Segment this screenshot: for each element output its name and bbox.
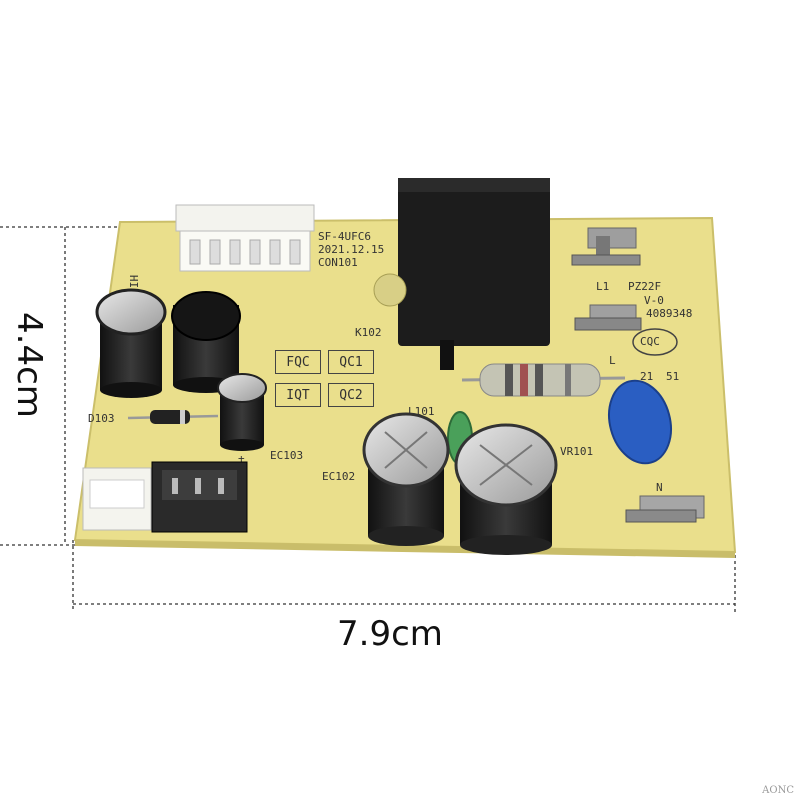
silk-vr101: VR101 xyxy=(560,445,594,458)
silk-pz22f: PZ22F xyxy=(628,280,662,293)
silk-l: L xyxy=(609,354,616,367)
silk-model: SF-4UFC6 xyxy=(318,230,371,243)
white-connector-top xyxy=(175,204,315,272)
white-connector-bottom xyxy=(82,467,152,531)
silk-k102: K102 xyxy=(355,326,382,339)
capacitor-large-right xyxy=(454,423,558,555)
silk-d103: D103 xyxy=(88,412,115,425)
silk-v0: V-0 xyxy=(644,294,664,307)
silk-l101: L101 xyxy=(408,405,435,418)
cert-box-fqc: FQC xyxy=(275,350,321,374)
silk-hi: HI xyxy=(127,274,141,289)
silk-l1: L1 xyxy=(596,280,610,293)
terminal-pz22f xyxy=(574,304,642,331)
height-label: 4.4cm xyxy=(9,312,49,418)
cert-label-cqc: CQC xyxy=(640,335,660,348)
board-edge xyxy=(75,540,735,558)
terminal-l1 xyxy=(571,227,641,266)
silk-21: 21 xyxy=(640,370,654,383)
diode-d103 xyxy=(127,410,219,424)
silk-51: 51 xyxy=(666,370,680,383)
silk-plus: + xyxy=(238,452,245,465)
black-connector-bottom xyxy=(151,461,248,533)
cert-box-qc1: QC1 xyxy=(328,350,374,374)
terminal-n xyxy=(625,495,705,523)
cert-box-iqt: IQT xyxy=(275,383,321,407)
capacitor-ec103 xyxy=(217,373,267,451)
silk-part-no: 4089348 xyxy=(646,307,693,320)
capacitor-hi-left xyxy=(95,288,167,398)
watermark: AONC xyxy=(762,785,794,796)
capacitor-ec102 xyxy=(362,412,450,546)
silk-ec102: EC102 xyxy=(322,470,356,483)
width-label: 7.9cm xyxy=(337,614,443,654)
silk-con101: CON101 xyxy=(318,256,358,269)
relay-k102 xyxy=(398,178,550,370)
resistor xyxy=(461,363,626,397)
silk-n: N xyxy=(656,481,663,494)
varistor-vr101 xyxy=(608,379,672,465)
silk-ec103: EC103 xyxy=(270,449,304,462)
cert-box-qc2: QC2 xyxy=(328,383,374,407)
cqc-mark xyxy=(632,328,678,356)
silk-date: 2021.12.15 xyxy=(318,243,385,256)
capacitor-black-left xyxy=(171,291,241,393)
mounting-hole xyxy=(373,273,407,307)
